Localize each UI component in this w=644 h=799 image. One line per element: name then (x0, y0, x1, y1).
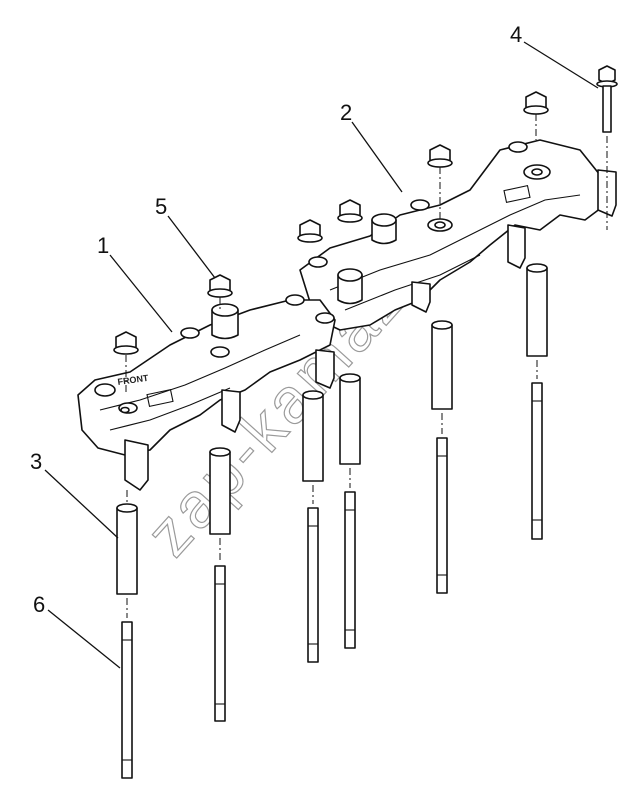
rocker-arm-tips (124, 169, 617, 491)
leader-lines (44, 41, 599, 669)
spacer-tube (209, 447, 231, 535)
threaded-stud (307, 507, 319, 663)
threaded-stud (121, 621, 133, 779)
threaded-stud (344, 491, 356, 649)
front-stamp: FRONT (117, 373, 150, 387)
callout-4: 4 (510, 22, 522, 47)
callout-1: 1 (97, 233, 109, 258)
flange-nut (427, 144, 453, 168)
flange-nut (337, 199, 363, 223)
flange-nut (523, 91, 549, 115)
spacer-tube (339, 373, 361, 465)
spacer-tube (431, 320, 453, 410)
rocker-shaft-housing: FRONT (77, 139, 617, 491)
assembly-axis-lines (125, 114, 538, 618)
callout-labels: 1 2 3 4 5 6 (30, 22, 522, 617)
spacer-tube (116, 503, 138, 595)
callout-2: 2 (340, 100, 352, 125)
threaded-studs (121, 382, 543, 779)
spacer-tubes (116, 263, 548, 595)
flange-nut (207, 274, 233, 298)
threaded-stud (436, 437, 448, 594)
flange-nut (297, 219, 323, 243)
callout-5: 5 (155, 194, 167, 219)
threaded-stud (531, 382, 543, 540)
spacer-tube (526, 263, 548, 357)
flange-nuts (113, 91, 549, 355)
callout-3: 3 (30, 449, 42, 474)
mounting-bolt (596, 65, 618, 230)
flange-nut (113, 331, 139, 355)
spacer-tube (302, 390, 324, 482)
threaded-stud (214, 565, 226, 722)
shaft-bosses (94, 141, 551, 414)
callout-6: 6 (33, 592, 45, 617)
